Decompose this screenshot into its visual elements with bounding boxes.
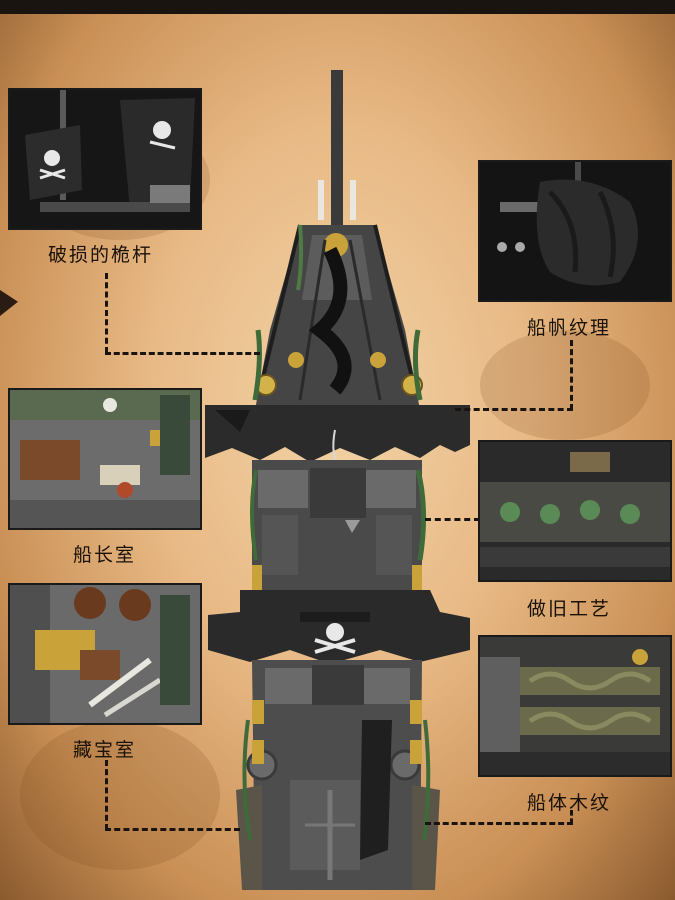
broken-mast-photo bbox=[8, 88, 202, 230]
top-dark-band bbox=[0, 0, 675, 14]
caption-broken-mast: 破损的桅杆 bbox=[48, 244, 154, 266]
caption-sail-texture: 船帆纹理 bbox=[527, 317, 612, 339]
caption-captain-cabin: 船长室 bbox=[73, 544, 137, 566]
captain-cabin-photo bbox=[8, 388, 202, 530]
sail-texture-photo bbox=[478, 160, 672, 302]
caption-weathered-craft: 做旧工艺 bbox=[527, 598, 612, 620]
sail-upper bbox=[205, 405, 470, 462]
leader-line bbox=[105, 828, 240, 831]
weathered-craft-photo bbox=[478, 440, 672, 582]
leader-line bbox=[455, 408, 573, 411]
caption-hull-wood-grain: 船体木纹 bbox=[527, 792, 612, 814]
leader-line bbox=[425, 822, 573, 825]
mast bbox=[331, 70, 343, 230]
leader-line bbox=[105, 352, 260, 355]
treasure-room-photo bbox=[8, 583, 202, 725]
caption-treasure-room: 藏宝室 bbox=[73, 739, 137, 761]
leader-line bbox=[570, 340, 573, 410]
leader-line bbox=[425, 518, 480, 521]
leader-line bbox=[105, 273, 108, 353]
hull-wood-grain-photo bbox=[478, 635, 672, 777]
parchment-stain bbox=[20, 720, 220, 870]
leader-line bbox=[105, 760, 108, 830]
parchment-stain bbox=[480, 330, 650, 440]
leader-line bbox=[570, 810, 573, 824]
